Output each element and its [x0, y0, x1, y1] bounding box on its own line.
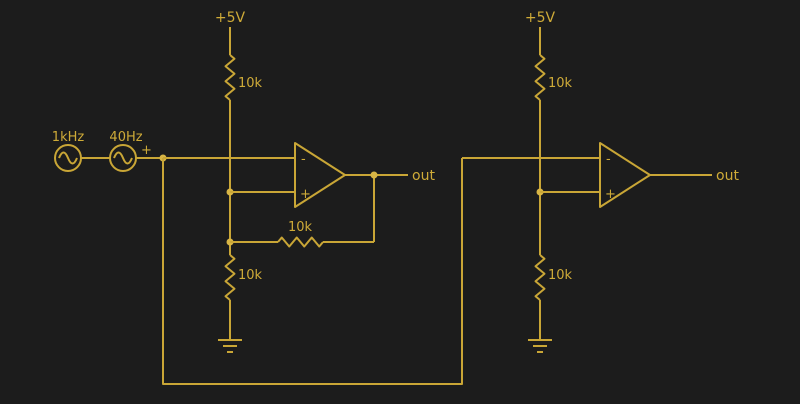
opamp-left-plus: + — [300, 187, 311, 202]
left-circuit: +5V 10k 10k 10k — [52, 10, 435, 353]
supply-label-left[interactable]: +5V — [215, 10, 246, 26]
wire-signal-bottom[interactable] — [162, 158, 463, 385]
out-label-right[interactable]: out — [716, 168, 739, 184]
resistor-top-left-value: 10k — [238, 76, 263, 91]
out-label-left[interactable]: out — [412, 168, 435, 184]
junction-output-left — [370, 171, 378, 179]
source-polarity-sign: + — [141, 143, 152, 158]
resistor-bottom-right-value: 10k — [548, 268, 573, 283]
resistor-top-left[interactable] — [224, 54, 236, 101]
ground-left[interactable] — [218, 339, 242, 353]
resistor-feedback-value: 10k — [288, 220, 313, 235]
ground-right[interactable] — [528, 339, 552, 353]
opamp-right[interactable] — [599, 142, 651, 208]
resistor-bottom-left-value: 10k — [238, 268, 263, 283]
resistor-top-right[interactable] — [534, 54, 546, 101]
ac-source-40hz[interactable] — [109, 144, 137, 172]
ac-source-1khz[interactable] — [54, 144, 82, 172]
source-1khz-label: 1kHz — [52, 130, 85, 145]
opamp-left-minus: - — [301, 152, 306, 167]
right-circuit: +5V 10k 10k - + — [462, 10, 739, 353]
resistor-feedback[interactable] — [277, 236, 324, 248]
resistor-bottom-right[interactable] — [534, 254, 546, 301]
supply-label-right[interactable]: +5V — [525, 10, 556, 26]
opamp-right-minus: - — [606, 152, 611, 167]
resistor-bottom-left[interactable] — [224, 254, 236, 301]
source-40hz-label: 40Hz — [109, 130, 142, 145]
resistor-top-right-value: 10k — [548, 76, 573, 91]
opamp-left[interactable] — [294, 142, 346, 208]
opamp-right-plus: + — [605, 187, 616, 202]
